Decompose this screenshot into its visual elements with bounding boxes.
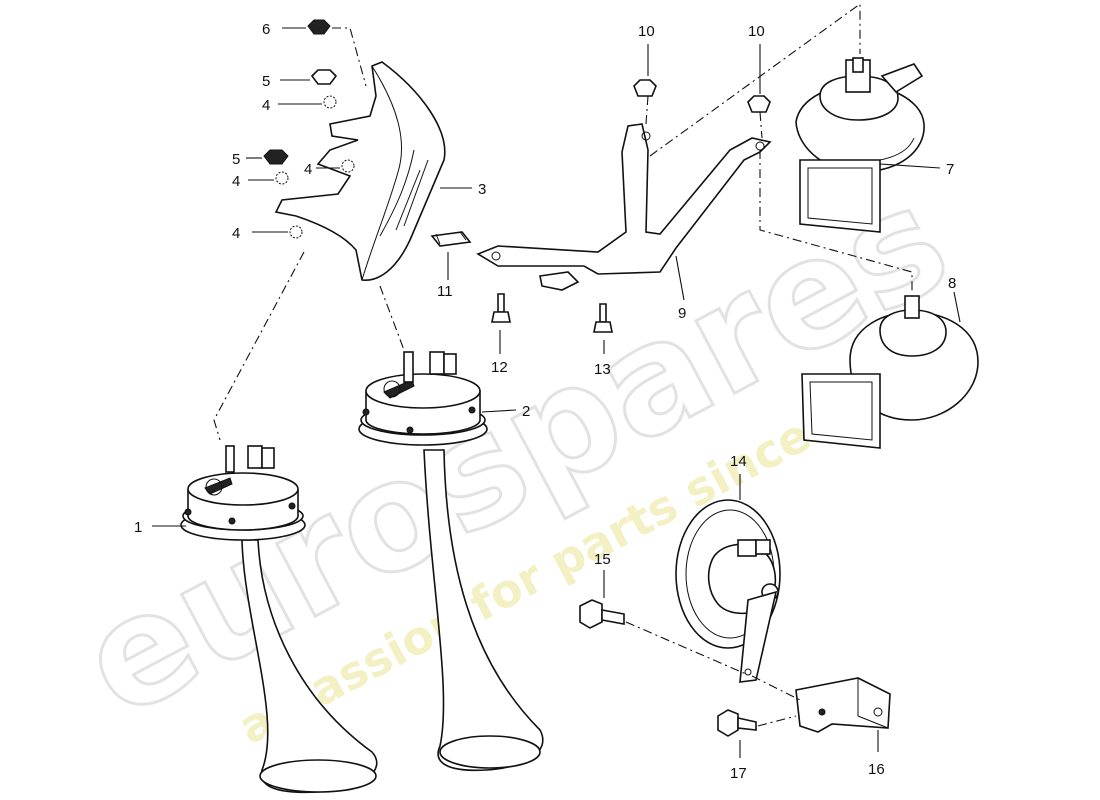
- horn-7: [795, 57, 925, 233]
- callout-2: 2: [522, 403, 530, 420]
- fanfare-horn-left: [180, 445, 378, 794]
- bracket-3: [274, 61, 446, 281]
- callout-5-top: 5: [262, 73, 270, 90]
- hardware: [263, 19, 771, 737]
- bracket-9: [476, 123, 772, 291]
- callout-5-lower: 5: [232, 151, 240, 168]
- horn-14: [675, 499, 781, 683]
- fanfare-horn-right: [358, 351, 544, 772]
- callout-9: 9: [678, 305, 686, 322]
- callouts: 6 5 4 5 4 4 4 3 11 12 13 10 10 9 7 8 2 1…: [134, 21, 956, 782]
- callout-12: 12: [491, 359, 508, 376]
- leader-lines: [152, 27, 961, 758]
- callout-11: 11: [437, 283, 453, 300]
- callout-1: 1: [134, 519, 142, 536]
- callout-14: 14: [730, 453, 747, 470]
- watermark: eurospares a passion for parts since 198…: [54, 151, 976, 754]
- watermark-brand: eurospares: [55, 153, 974, 752]
- callout-17: 17: [730, 765, 747, 782]
- assembly-lines: [213, 2, 913, 727]
- horn-8: [801, 295, 979, 449]
- callout-10-b: 10: [748, 23, 765, 40]
- callout-15: 15: [594, 551, 611, 568]
- callout-10-a: 10: [638, 23, 655, 40]
- callout-3: 3: [478, 181, 486, 198]
- callout-4-a: 4: [262, 97, 270, 114]
- clip-11: [430, 231, 472, 247]
- callout-7: 7: [946, 161, 954, 178]
- bracket-16: [795, 677, 891, 733]
- callout-4-d: 4: [232, 225, 240, 242]
- callout-4-b: 4: [304, 161, 312, 178]
- callout-4-c: 4: [232, 173, 240, 190]
- callout-16: 16: [868, 761, 885, 778]
- callout-8: 8: [948, 275, 956, 292]
- callout-6: 6: [262, 21, 270, 38]
- callout-13: 13: [594, 361, 611, 378]
